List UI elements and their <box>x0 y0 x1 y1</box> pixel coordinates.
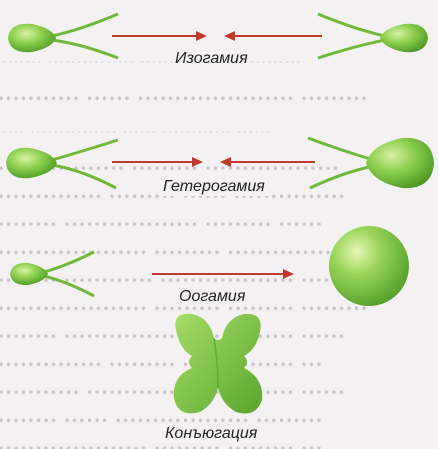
heterogamy-gamete-small <box>6 140 118 188</box>
isogamy-arrow-left <box>224 31 322 41</box>
heterogamy-label: Гетерогамия <box>160 178 268 196</box>
heterogamy-arrow-right <box>112 157 203 167</box>
heterogamy-arrow-left <box>220 157 315 167</box>
oogamy-label: Оогамия <box>176 288 248 306</box>
heterogamy-gamete-large <box>308 138 434 188</box>
oogamy-egg-cell <box>329 226 409 306</box>
isogamy-arrow-right <box>112 31 207 41</box>
isogamy-label: Изогамия <box>172 50 251 68</box>
oogamy-sperm <box>10 252 94 296</box>
isogamy-gamete-right <box>318 14 428 58</box>
oogamy-arrow <box>152 269 294 279</box>
isogamy-gamete-left <box>8 14 118 58</box>
conjugation-label: Конъюгация <box>162 425 260 443</box>
conjugation-cells <box>174 314 262 414</box>
